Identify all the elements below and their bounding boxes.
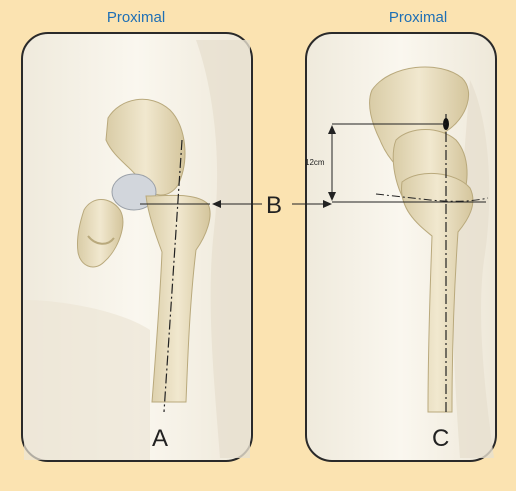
label-b: B (266, 192, 282, 220)
buttock-silhouette-left (24, 300, 150, 460)
panel-anterior-view (22, 33, 252, 461)
measurement-label: 12cm (305, 158, 325, 167)
panel-lateral-view (306, 33, 496, 461)
label-a: A (152, 425, 168, 453)
label-c: C (432, 425, 449, 453)
